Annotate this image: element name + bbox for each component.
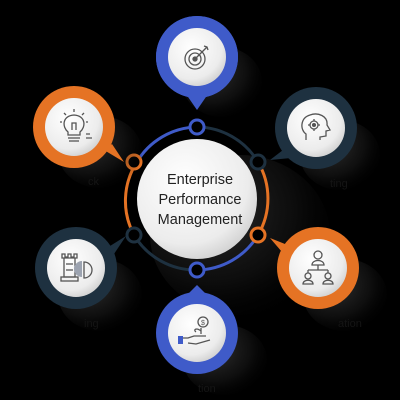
dot-top [188, 118, 206, 136]
dot-bottom [188, 261, 206, 279]
faint-label-lower-right: ation [338, 318, 362, 330]
faint-label-upper-right: ting [330, 178, 348, 190]
lightbulb-idea-icon [60, 109, 92, 142]
center-title-line-2: Performance [158, 192, 242, 208]
node-lower-right [270, 227, 387, 331]
node-upper-right [270, 87, 380, 190]
faint-label-lower-left: ing [84, 318, 99, 330]
dot-upper-right [249, 153, 267, 171]
faint-label-upper-left: ck [88, 176, 99, 188]
chess-rook-chart-icon [60, 253, 93, 282]
hand-coin-plant-icon: $ [178, 316, 211, 345]
dot-lower-right [249, 226, 267, 244]
node-top [155, 15, 262, 117]
brain-gear-icon [301, 113, 332, 140]
node-lower-left [35, 227, 142, 331]
team-hierarchy-icon [302, 250, 334, 285]
target-icon [184, 45, 209, 70]
center-title-line-1: Enterprise [166, 172, 234, 188]
node-upper-left [33, 86, 142, 188]
svg-text:$: $ [201, 320, 205, 327]
center-title: Enterprise Performance Management [140, 160, 260, 240]
dot-lower-left [125, 226, 143, 244]
center-circle [137, 139, 257, 259]
faint-label-bottom: tion [198, 383, 216, 395]
center-title-line-3: Management [157, 212, 243, 228]
node-bottom: $ [156, 285, 267, 395]
